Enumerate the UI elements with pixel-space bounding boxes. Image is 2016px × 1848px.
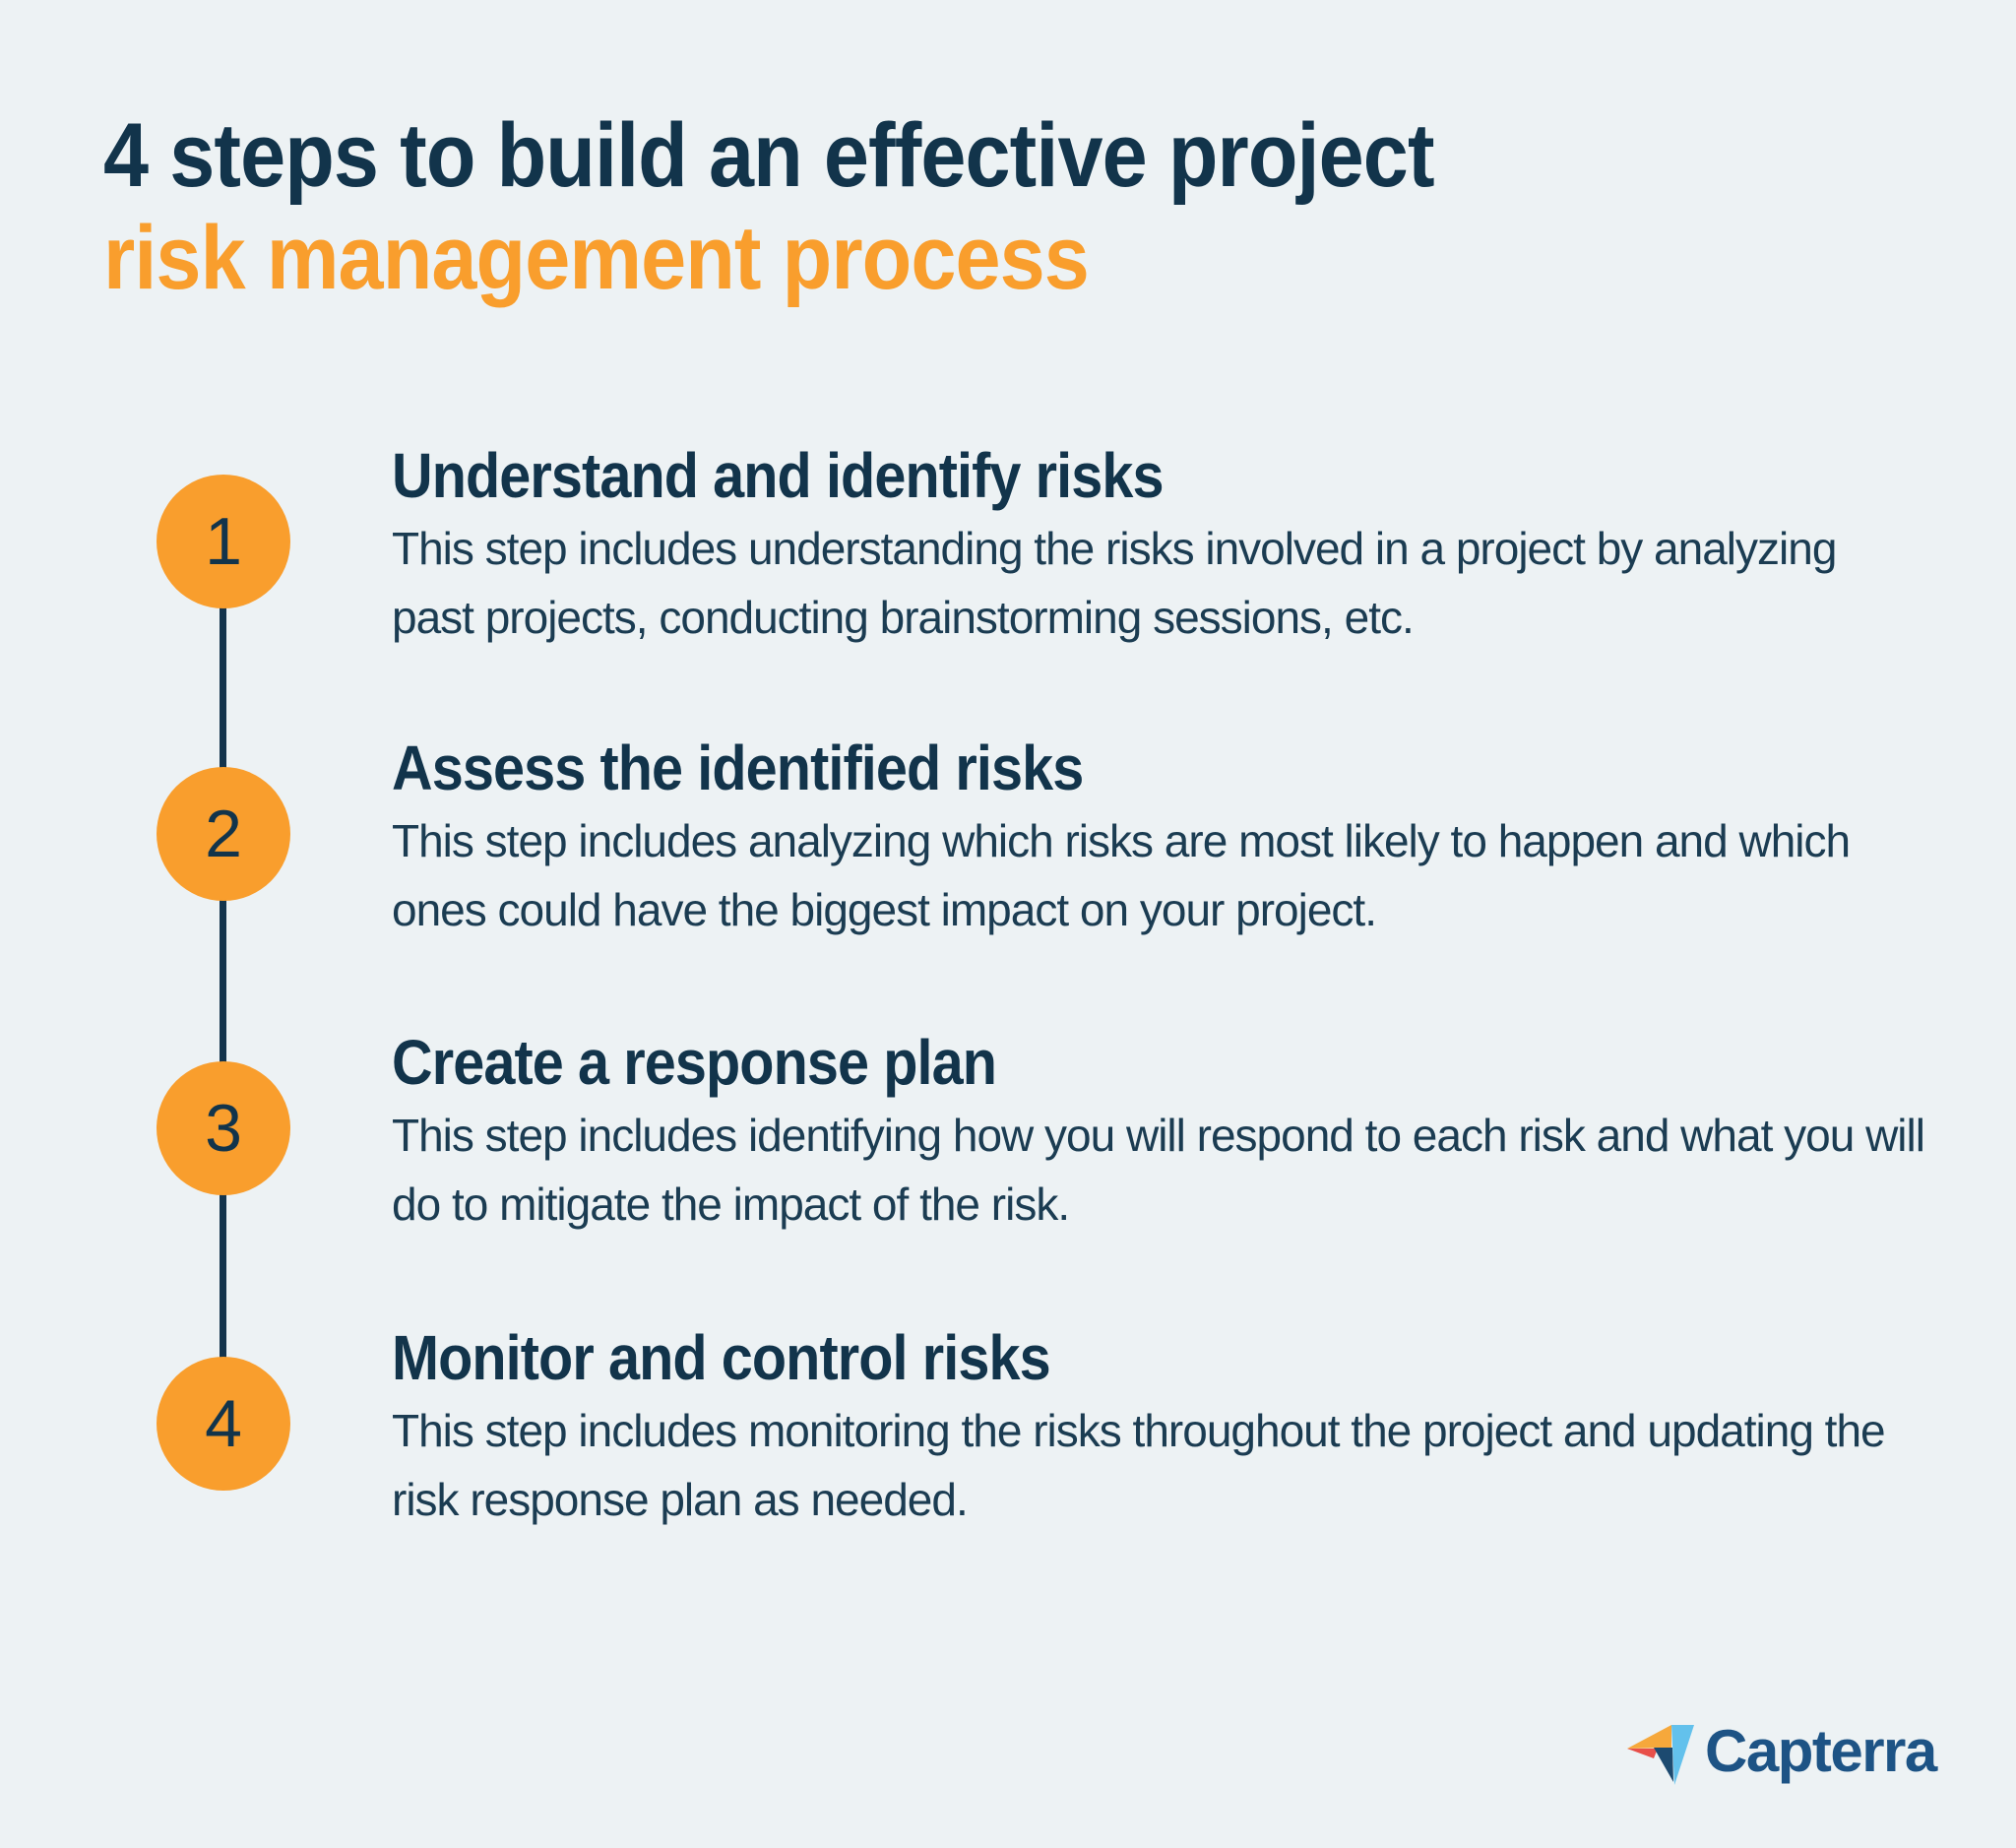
step-2-heading: Assess the identified risks <box>392 733 1084 803</box>
capterra-wordmark: Capterra <box>1705 1717 1937 1784</box>
capterra-logo: Capterra <box>1618 1715 1937 1786</box>
step-3-description: This step includes identifying how you w… <box>392 1110 1925 1230</box>
step-2-number: 2 <box>205 797 242 871</box>
step-4-heading: Monitor and control risks <box>392 1322 1051 1393</box>
step-1-description: This step includes understanding the ris… <box>392 523 1837 643</box>
step-4-number: 4 <box>205 1386 242 1461</box>
step-4-description: This step includes monitoring the risks … <box>392 1405 1886 1525</box>
step-3-number-badge: 3 <box>157 1061 290 1195</box>
timeline-connector <box>220 542 226 1424</box>
step-1-number: 1 <box>205 504 242 579</box>
step-1-content: Understand and identify risks This step … <box>392 441 1927 652</box>
page-title: 4 steps to build an effective project ri… <box>103 104 1582 309</box>
step-3-heading: Create a response plan <box>392 1027 997 1098</box>
step-3-number: 3 <box>205 1091 242 1166</box>
step-2-number-badge: 2 <box>157 767 290 901</box>
step-1-heading: Understand and identify risks <box>392 440 1165 511</box>
step-2-content: Assess the identified risks This step in… <box>392 733 1927 944</box>
capterra-logo-icon <box>1627 1725 1694 1785</box>
step-4-content: Monitor and control risks This step incl… <box>392 1323 1927 1534</box>
page-title-line-1: 4 steps to build an effective project <box>103 105 1435 206</box>
step-2-description: This step includes analyzing which risks… <box>392 815 1851 935</box>
step-4-number-badge: 4 <box>157 1357 290 1491</box>
step-3-content: Create a response plan This step include… <box>392 1028 1927 1239</box>
step-1-number-badge: 1 <box>157 475 290 608</box>
page-title-line-2: risk management process <box>103 208 1090 308</box>
